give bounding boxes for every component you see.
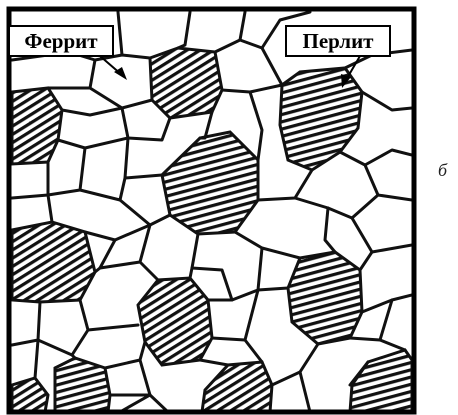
pearlite-grain <box>55 358 110 412</box>
ferrite-label: Феррит <box>24 29 98 53</box>
pearlite-grain <box>12 222 95 302</box>
figure-letter: б <box>438 160 447 181</box>
pearlite-grain <box>150 48 222 118</box>
pearlite-label: Перлит <box>302 29 374 53</box>
